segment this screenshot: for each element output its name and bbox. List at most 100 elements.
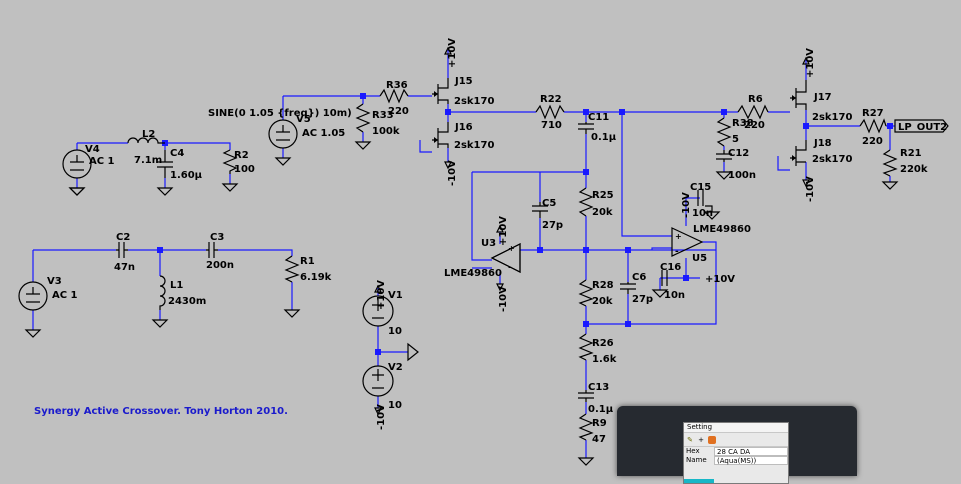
svg-text:-: - — [675, 247, 679, 257]
c3-val: 200n — [206, 260, 234, 271]
j18-ref: J18 — [813, 138, 832, 149]
r1-ref: R1 — [300, 256, 315, 267]
setting-window[interactable]: Setting ✎ + Hex 28 CA DA Name (Aqua(MS)) — [683, 422, 789, 484]
palette-icon[interactable] — [708, 435, 716, 444]
source-v3[interactable] — [18, 281, 48, 338]
r26-ref: R26 — [592, 338, 614, 349]
c6-val: 27p — [632, 294, 653, 305]
j16-val: 2sk170 — [454, 140, 494, 151]
crosshair-icon[interactable]: + — [698, 435, 704, 444]
eyedropper-icon[interactable]: ✎ — [687, 435, 693, 444]
r22-ref: R22 — [540, 94, 562, 105]
resistor-r22[interactable] — [535, 104, 565, 120]
c13-val: 0.1µ — [588, 404, 614, 415]
v2-val: 10 — [388, 400, 402, 411]
resistor-r1[interactable] — [284, 255, 300, 283]
r21-val: 220k — [900, 164, 928, 175]
u5-ref: U5 — [692, 253, 707, 264]
capacitor-c5[interactable] — [532, 202, 548, 218]
supply-u5-pos: -10V — [681, 192, 692, 218]
svg-text:-: - — [508, 263, 512, 273]
resistor-r2[interactable] — [222, 149, 238, 174]
r6-val: 220 — [744, 120, 765, 131]
r1-val: 6.19k — [300, 272, 332, 283]
hex-field[interactable]: 28 CA DA — [714, 447, 788, 456]
r25-val: 20k — [592, 207, 613, 218]
resistor-r38[interactable] — [716, 117, 732, 147]
source-v2[interactable] — [362, 365, 394, 397]
jfet-j17[interactable] — [790, 80, 807, 110]
c5-val: 27p — [542, 220, 563, 231]
svg-text:+: + — [508, 244, 515, 253]
labels: V4 AC 1 L2 7.1m C4 1.60µ R2 100 SINE(0 1… — [34, 76, 947, 445]
r38-val: 5 — [732, 134, 739, 145]
source-v5[interactable] — [268, 119, 298, 166]
v5-ref: V5 — [296, 114, 311, 125]
setting-title: Setting — [684, 423, 788, 433]
c15-ref: C15 — [690, 182, 711, 193]
r21-ref: R21 — [900, 148, 922, 159]
u3-ref: U3 — [481, 238, 496, 249]
resistor-r28[interactable] — [578, 279, 594, 307]
r9-ref: R9 — [592, 418, 607, 429]
supply-j16: -10V — [447, 160, 458, 186]
c12-ref: C12 — [728, 148, 749, 159]
c11-ref: C11 — [588, 112, 609, 123]
jfet-j15[interactable] — [432, 78, 449, 104]
resistor-r27[interactable] — [859, 118, 887, 134]
v1-ref: V1 — [388, 290, 403, 301]
source-v1[interactable] — [362, 295, 394, 327]
supply-labels: +10V -10V +10V -10V +10V -10V +10V -10V … — [376, 38, 816, 430]
c5-ref: C5 — [542, 198, 556, 209]
inductor-l1[interactable] — [159, 275, 166, 310]
r38-ref: R38 — [732, 118, 754, 129]
v5-val: AC 1.05 — [302, 128, 345, 139]
c13-ref: C13 — [588, 382, 609, 393]
name-field[interactable]: (Aqua(MS)) — [714, 456, 788, 465]
v1-val: 10 — [388, 326, 402, 337]
r36-val: 220 — [388, 106, 409, 117]
resistor-r33[interactable] — [355, 103, 371, 133]
j16-ref: J16 — [454, 122, 473, 133]
jfet-j16[interactable] — [432, 122, 449, 148]
j17-val: 2sk170 — [812, 112, 852, 123]
supply-v2: -10V — [376, 404, 387, 430]
c4-val: 1.60µ — [170, 170, 203, 181]
capacitor-c4[interactable] — [157, 150, 173, 178]
capacitor-c11[interactable] — [578, 122, 594, 134]
resistor-r21[interactable] — [882, 149, 898, 177]
capacitor-c13[interactable] — [578, 390, 594, 402]
c16-val: 10n — [664, 290, 685, 301]
resistor-r6[interactable] — [737, 104, 769, 120]
capacitor-c15[interactable] — [697, 190, 704, 206]
resistor-r25[interactable] — [578, 187, 594, 217]
name-label: Name — [686, 456, 707, 464]
supply-j17: +10V — [805, 48, 816, 78]
capacitor-c2[interactable] — [116, 242, 128, 258]
capacitor-c6[interactable] — [620, 282, 636, 294]
resistor-r26[interactable] — [578, 333, 594, 361]
resistor-r36[interactable] — [379, 88, 409, 104]
capacitor-c3[interactable] — [206, 242, 218, 258]
popup-thumbnail[interactable]: Setting ✎ + Hex 28 CA DA Name (Aqua(MS)) — [617, 406, 857, 484]
v4-ref: V4 — [85, 144, 100, 155]
opamp-u3[interactable]: + - — [490, 243, 521, 273]
inductor-l2[interactable] — [127, 137, 165, 144]
c12-val: 100n — [728, 170, 756, 181]
v3-val: AC 1 — [52, 290, 78, 301]
schematic-note: Synergy Active Crossover. Tony Horton 20… — [34, 406, 288, 417]
hex-label: Hex — [686, 447, 700, 455]
r28-val: 20k — [592, 296, 613, 307]
jfet-j18[interactable] — [790, 140, 807, 166]
capacitor-c12[interactable] — [716, 150, 732, 162]
net-flag-arrow — [407, 342, 419, 362]
u5-supply-label: +10V — [705, 274, 735, 285]
net-label-lp-out2[interactable] — [894, 119, 949, 133]
opamp-u5[interactable]: + - — [671, 227, 704, 257]
v3-ref: V3 — [47, 276, 62, 287]
capacitor-c16[interactable] — [661, 270, 668, 286]
resistor-r9[interactable] — [578, 413, 594, 441]
j17-ref: J17 — [813, 92, 832, 103]
v2-ref: V2 — [388, 362, 403, 373]
